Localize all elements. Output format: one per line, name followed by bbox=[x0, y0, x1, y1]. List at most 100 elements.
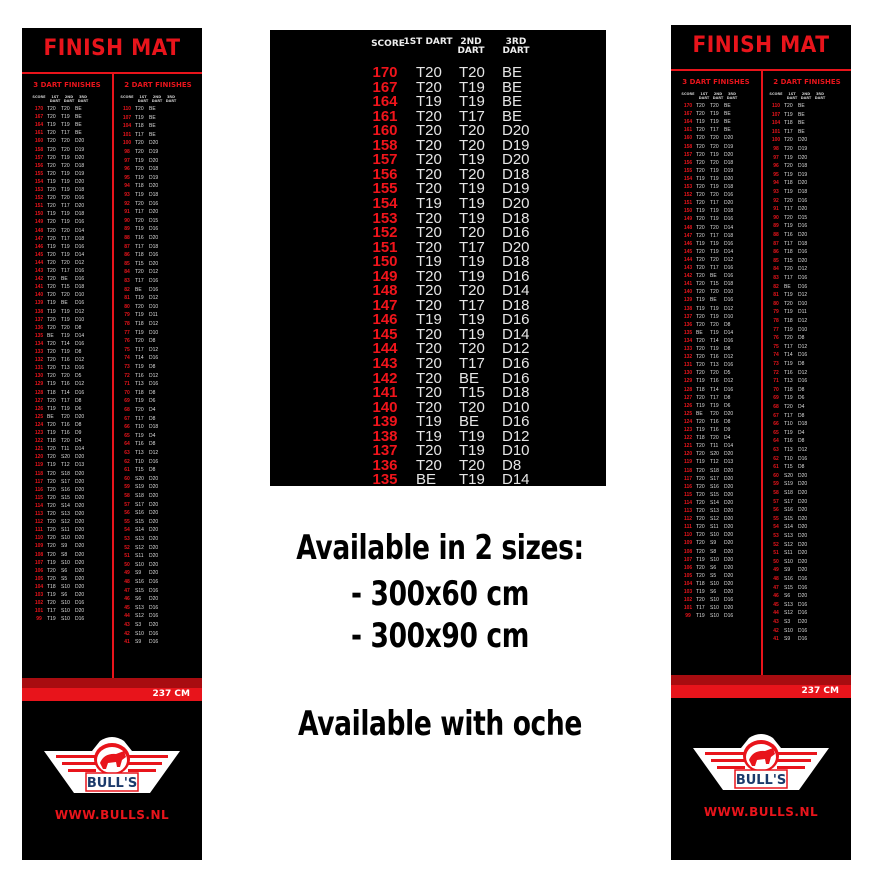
dart-cell: T20 bbox=[47, 106, 56, 112]
dart-cell: D20 bbox=[724, 508, 734, 514]
score-cell: 72 bbox=[773, 369, 779, 376]
dart-cell: T20 bbox=[135, 166, 144, 173]
score-cell: 57 bbox=[124, 501, 130, 508]
score-cell: 158 bbox=[372, 136, 398, 154]
dart-cell: D10 bbox=[75, 292, 85, 299]
dart-cell: T10 bbox=[784, 455, 793, 462]
dart-cell: D20 bbox=[149, 536, 159, 542]
dart-cell: T20 bbox=[416, 267, 442, 285]
dart-cell: D20 bbox=[798, 137, 808, 144]
score-cell: 124 bbox=[683, 418, 693, 425]
dart-cell: D20 bbox=[502, 238, 530, 256]
dart-cell: D16 bbox=[798, 223, 808, 230]
dart-cell: D20 bbox=[724, 532, 734, 539]
dart-cell: T19 bbox=[710, 184, 719, 190]
dart-cell: D14 bbox=[724, 224, 734, 231]
dart-cell: D20 bbox=[149, 493, 159, 499]
dart-cell: S11 bbox=[135, 553, 144, 560]
dart-cell: D12 bbox=[149, 372, 159, 379]
dart-cell: S15 bbox=[135, 518, 144, 525]
dart-cell: BE bbox=[149, 123, 156, 130]
dart-cell: S10 bbox=[784, 627, 793, 634]
score-cell: 144 bbox=[34, 259, 44, 266]
dart-cell: S8 bbox=[710, 548, 717, 555]
dart-cell: T19 bbox=[47, 211, 56, 218]
dart-cell: T20 bbox=[47, 187, 56, 193]
dart-cell: T19 bbox=[459, 253, 485, 271]
dart-cell: T20 bbox=[135, 303, 144, 310]
dart-cell: D14 bbox=[724, 329, 734, 336]
dart-cell: T19 bbox=[710, 111, 719, 118]
score-cell: 155 bbox=[372, 180, 398, 198]
dart-cell: S3 bbox=[784, 619, 791, 625]
score-cell: 123 bbox=[34, 430, 44, 436]
dart-cell: D10 bbox=[75, 316, 85, 323]
dart-cell: D16 bbox=[149, 630, 159, 637]
score-cell: 91 bbox=[773, 206, 779, 213]
dart-cell: T14 bbox=[710, 337, 719, 344]
score-cell: 78 bbox=[773, 318, 779, 324]
dart-cell: T19 bbox=[61, 154, 70, 161]
dart-cell: S16 bbox=[61, 486, 70, 493]
dart-cell: T18 bbox=[784, 386, 793, 393]
dart-cell: T19 bbox=[416, 427, 442, 445]
dart-cell: T18 bbox=[784, 120, 793, 127]
dart-cell: BE bbox=[710, 273, 717, 280]
score-cell: 170 bbox=[683, 103, 693, 109]
dart-cell: D6 bbox=[798, 395, 805, 402]
website-url: WWW.BULLS.NL bbox=[54, 808, 170, 822]
dart-cell: D13 bbox=[75, 462, 85, 469]
dart-cell: S19 bbox=[784, 481, 793, 488]
dart-cell: T12 bbox=[61, 462, 70, 469]
score-cell: 149 bbox=[372, 267, 398, 285]
score-cell: 122 bbox=[34, 438, 44, 445]
score-cell: 62 bbox=[773, 455, 779, 462]
two-dart-title: 2 DART FINISHES bbox=[773, 78, 841, 86]
dart-cell: D18 bbox=[502, 209, 530, 227]
dart-cell: T17 bbox=[61, 130, 70, 137]
dart-cell: BE bbox=[798, 128, 805, 135]
dart-cell: BE bbox=[61, 276, 68, 283]
dart-cell: S10 bbox=[135, 561, 144, 568]
score-cell: 132 bbox=[683, 354, 693, 361]
dart-cell: S14 bbox=[784, 524, 793, 531]
dart-cell: BE bbox=[724, 103, 731, 109]
dart-cell: T19 bbox=[61, 405, 70, 412]
dart-cell: D20 bbox=[75, 567, 85, 574]
dart-cell: D20 bbox=[798, 481, 808, 488]
score-cell: 59 bbox=[773, 481, 779, 488]
score-cell: 145 bbox=[34, 251, 44, 258]
dart-cell: D14 bbox=[502, 282, 530, 300]
dart-cell: S20 bbox=[710, 451, 719, 458]
score-cell: 95 bbox=[124, 174, 130, 181]
dart-cell: T19 bbox=[710, 248, 719, 255]
score-cell: 131 bbox=[683, 362, 693, 369]
dart-cell: D4 bbox=[798, 404, 805, 410]
score-cell: 75 bbox=[124, 346, 130, 353]
dart-cell: D19 bbox=[724, 143, 734, 150]
dart-cell: BE bbox=[75, 114, 82, 121]
score-cell: 55 bbox=[773, 515, 779, 522]
dart-cell: D20 bbox=[149, 510, 159, 517]
dart-cell: T20 bbox=[416, 296, 442, 314]
header-1st-dart: 1ST DART bbox=[403, 37, 453, 47]
score-cell: 161 bbox=[683, 127, 693, 134]
